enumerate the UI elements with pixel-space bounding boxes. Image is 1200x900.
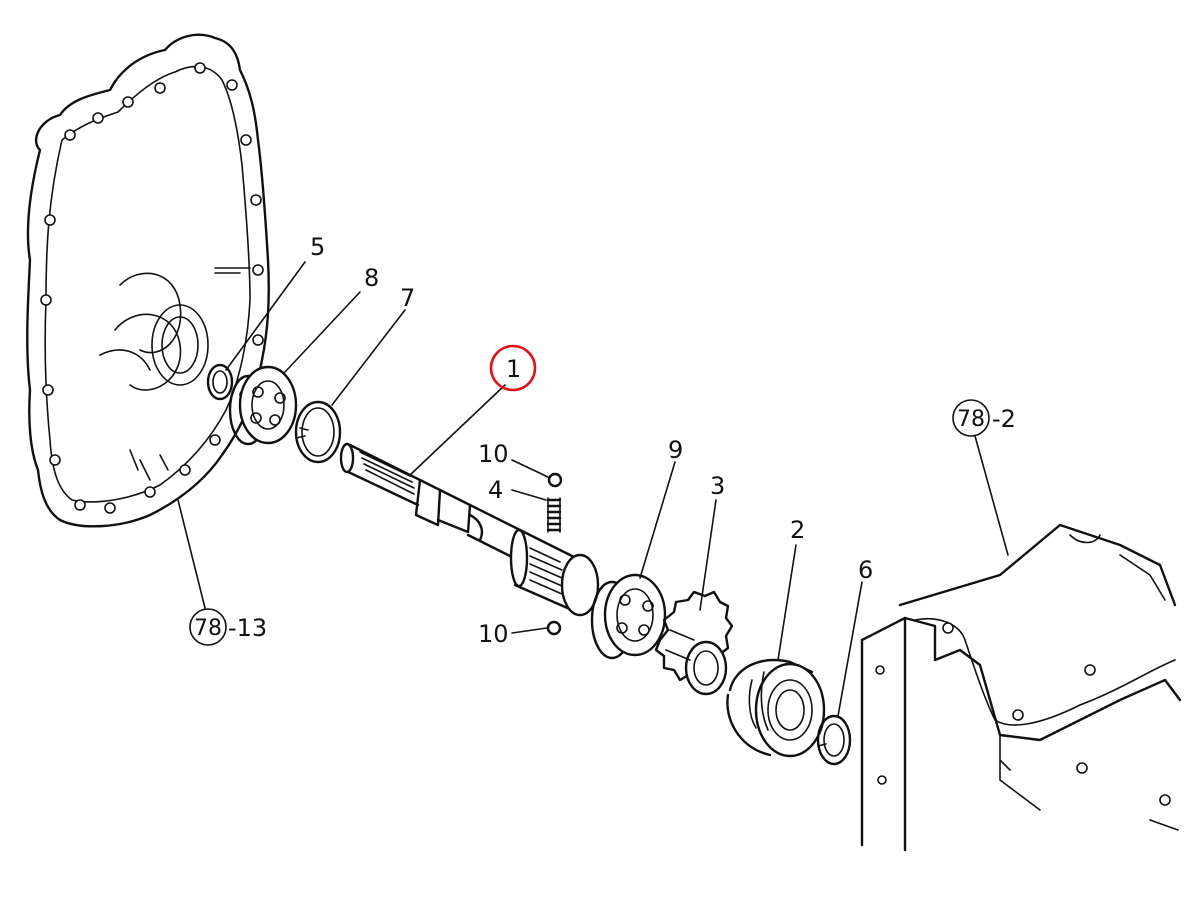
- label-part-7: 7: [400, 284, 415, 312]
- label-part-4: 4: [488, 476, 503, 504]
- leader-part-8: [284, 291, 361, 373]
- part-3-gear: [654, 590, 734, 696]
- label-part-2: 2: [790, 516, 805, 544]
- part-4-spring: [546, 497, 562, 533]
- part-5-snap-ring: [206, 363, 234, 401]
- ref-right-number: 78: [957, 407, 985, 432]
- label-part-5: 5: [310, 233, 325, 261]
- leader-ref-right: [974, 435, 1009, 556]
- leader-part-7: [331, 309, 406, 406]
- label-part-10-bottom: 10: [478, 620, 509, 648]
- part-10-ball-bottom: [546, 620, 562, 636]
- leader-part-9: [639, 461, 676, 579]
- ref-right-suffix: -2: [992, 405, 1016, 433]
- label-part-9: 9: [668, 436, 683, 464]
- leader-part-2: [777, 544, 797, 661]
- left-housing-cover: [26, 33, 270, 528]
- part-10-ball-top: [547, 472, 563, 488]
- right-housing: [860, 523, 1182, 852]
- part-9-ball-bearing: [590, 573, 667, 660]
- label-part-3: 3: [710, 472, 725, 500]
- leader-part-10-top: [511, 459, 549, 478]
- part-1-shaft: [339, 442, 600, 617]
- leader-part-10-bottom: [511, 627, 548, 634]
- leader-part-1: [409, 384, 506, 476]
- ref-right-circle: [952, 399, 990, 437]
- part-7-snap-ring: [294, 400, 342, 464]
- highlight-circle-part-1: [489, 344, 537, 392]
- part-2-sleeve-hub: [726, 658, 826, 758]
- label-part-10-top: 10: [478, 440, 509, 468]
- leader-ref-left: [177, 499, 206, 609]
- ref-left-suffix: -13: [228, 614, 267, 642]
- label-part-6: 6: [858, 556, 873, 584]
- leader-part-6: [837, 581, 863, 717]
- leader-part-5: [225, 261, 306, 371]
- part-6-snap-ring: [816, 714, 852, 766]
- part-8-ball-bearing: [228, 365, 298, 446]
- leader-part-4: [511, 489, 547, 501]
- ref-left-number: 78: [194, 616, 222, 641]
- label-part-1: 1: [506, 355, 521, 383]
- label-part-8: 8: [364, 264, 379, 292]
- leader-part-3: [699, 499, 717, 611]
- ref-left-circle: [189, 608, 227, 646]
